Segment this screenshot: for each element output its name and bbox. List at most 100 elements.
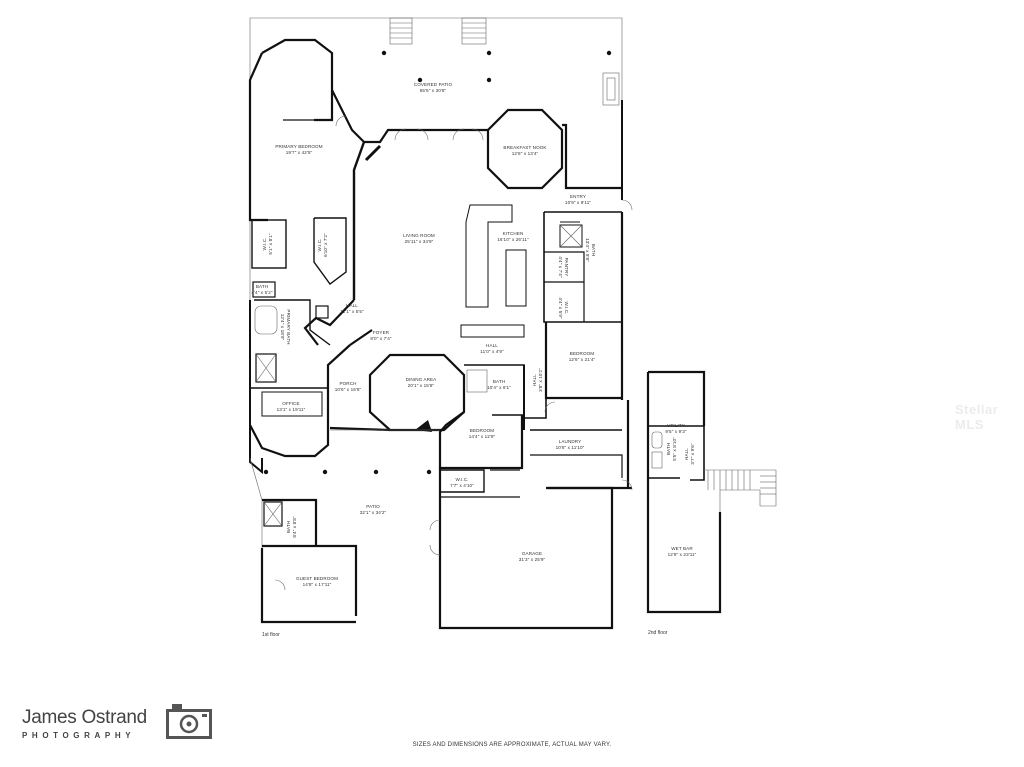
garage-name: GARAGE	[522, 551, 542, 556]
bath-east-name: BATH	[591, 244, 596, 256]
second-floor-label: 2nd floor	[648, 630, 668, 636]
hall-upper-name: HALL	[684, 448, 689, 460]
entry-dims: 10'9" x 9'11"	[565, 200, 591, 205]
wic-4-dims: 7'7" x 4'10"	[450, 483, 474, 488]
wic-4-name: W.I.C.	[455, 477, 468, 482]
garage-dims: 31'3" x 25'9"	[519, 557, 546, 562]
svg-text:PANTRY4'4" x 7'4": PANTRY4'4" x 7'4"	[558, 256, 569, 277]
bath-guest-dims: 8'4" x 8'8"	[292, 516, 297, 537]
living-room-dims: 25'11" x 34'9"	[405, 239, 434, 244]
primary-bedroom-dims: 19'7" x 42'5"	[286, 150, 313, 155]
covered-patio-dims: 65'5" x 30'8"	[420, 88, 447, 93]
camera-logo-icon	[166, 704, 212, 739]
door-swings	[274, 115, 633, 591]
svg-text:W.I.C.5'1" x 8'1": W.I.C.5'1" x 8'1"	[262, 233, 273, 254]
hall-1-dims: 11'1" x 5'5"	[340, 309, 364, 314]
bath-upper-dims: 5'5" x 8'10"	[672, 437, 677, 461]
breakfast-nook-dims: 12'8" x 13'4"	[512, 151, 539, 156]
porch-name: PORCH	[339, 381, 356, 386]
office-dims: 13'1" x 19'11"	[277, 407, 306, 412]
porch-dims: 10'6" x 16'8"	[335, 387, 362, 392]
bedroom-2-name: BEDROOM	[470, 428, 495, 433]
svg-text:HALL3'8" x 10'2": HALL3'8" x 10'2"	[532, 368, 543, 392]
entry-name: ENTRY	[570, 194, 586, 199]
hall-3-dims: 3'8" x 10'2"	[538, 368, 543, 392]
hall-2-dims: 11'0" x 4'9"	[480, 349, 504, 354]
patio-name: PATIO	[366, 504, 380, 509]
svg-text:BATH5'5" x 8'10": BATH5'5" x 8'10"	[666, 437, 677, 461]
dining-area-name: DINING AREA	[406, 377, 438, 382]
wet-bar-name: WET BAR	[671, 546, 693, 551]
brand: James Ostrand PHOTOGRAPHY	[22, 708, 147, 741]
bath-upper-name: BATH	[666, 443, 671, 455]
brand-tagline: PHOTOGRAPHY	[22, 731, 136, 740]
patio-dims: 32'1" x 34'2"	[360, 510, 387, 515]
pantry-name: PANTRY	[564, 258, 569, 277]
laundry-name: LAUNDRY	[559, 439, 582, 444]
patio-posts	[263, 50, 612, 475]
wic-3-name: W.I.C.	[564, 301, 569, 314]
primary-bedroom-name: PRIMARY BEDROOM	[275, 144, 322, 149]
utility-dims: 9'5" x 9'3"	[665, 429, 686, 434]
pantry-dims: 4'4" x 7'4"	[558, 256, 563, 277]
breakfast-nook-name: BREAKFAST NOOK	[503, 145, 547, 150]
svg-text:BATH13'4" x 8'8": BATH13'4" x 8'8"	[585, 238, 596, 262]
first-floor-label: 1st floor	[262, 632, 280, 638]
bath-small-name: BATH	[256, 284, 268, 289]
bedroom-2-dims: 14'4" x 12'9"	[469, 434, 496, 439]
svg-text:BATH8'4" x 8'8": BATH8'4" x 8'8"	[286, 516, 297, 537]
foyer-dims: 8'0" x 7'4"	[370, 336, 391, 341]
svg-text:W.I.C.7'7" x 4'10": W.I.C.7'7" x 4'10"	[450, 477, 474, 488]
kitchen-name: KITCHEN	[503, 231, 524, 236]
laundry-dims: 10'6" x 11'10"	[556, 445, 585, 450]
disclaimer: SIZES AND DIMENSIONS ARE APPROXIMATE, AC…	[412, 742, 612, 748]
svg-text:PRIMARY BATH12'4" x 18'9": PRIMARY BATH12'4" x 18'9"	[280, 309, 291, 344]
primary-bath-name: PRIMARY BATH	[286, 309, 291, 344]
bath-mid-name: BATH	[493, 379, 505, 384]
wic-2-dims: 6'10" x 7'2"	[323, 233, 328, 257]
office-name: OFFICE	[282, 401, 299, 406]
hall-3-name: HALL	[532, 374, 537, 386]
bedroom-1-name: BEDROOM	[570, 351, 595, 356]
covered-patio-name: COVERED PATIO	[414, 82, 453, 87]
svg-text:W.I.C.6'10" x 7'2": W.I.C.6'10" x 7'2"	[317, 233, 328, 257]
hall-2-name: HALL	[486, 343, 498, 348]
guest-bedroom-dims: 14'8" x 17'11"	[303, 582, 332, 587]
svg-text:HALL3'7" x 9'6": HALL3'7" x 9'6"	[684, 443, 695, 464]
wic-3-dims: 4'4" x 5'9"	[558, 297, 563, 318]
primary-bath-dims: 12'4" x 18'9"	[280, 314, 285, 341]
wet-bar-dims: 12'8" x 23'11"	[668, 552, 697, 557]
utility-name: UTILITY	[667, 423, 685, 428]
wic-1-dims: 5'1" x 8'1"	[268, 233, 273, 254]
first-floor-walls	[248, 17, 632, 630]
wic-1-name: W.I.C.	[262, 237, 267, 250]
dining-area-dims: 20'1" x 15'8"	[408, 383, 435, 388]
hall-upper-dims: 3'7" x 9'6"	[690, 443, 695, 464]
living-room-name: LIVING ROOM	[403, 233, 435, 238]
wic-2-name: W.I.C.	[317, 238, 322, 251]
guest-bedroom-name: GUEST BEDROOM	[296, 576, 338, 581]
